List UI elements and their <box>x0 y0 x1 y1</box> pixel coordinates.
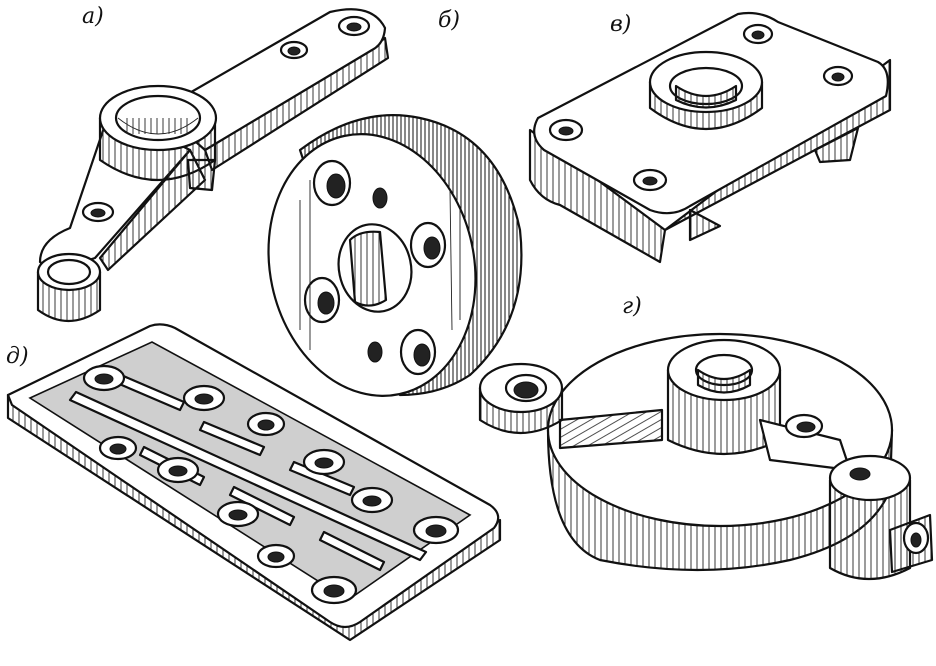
label-part-g: г) <box>622 294 642 319</box>
part-g-housing <box>478 332 934 581</box>
part-d-plate <box>6 323 502 642</box>
label-part-a: а) <box>82 4 104 29</box>
label-part-v: в) <box>610 12 632 37</box>
part-a-lever <box>36 8 390 322</box>
label-part-d: д) <box>6 344 29 369</box>
label-part-b: б) <box>438 8 461 33</box>
part-v-block <box>528 11 892 264</box>
part-b-disc <box>267 114 523 397</box>
